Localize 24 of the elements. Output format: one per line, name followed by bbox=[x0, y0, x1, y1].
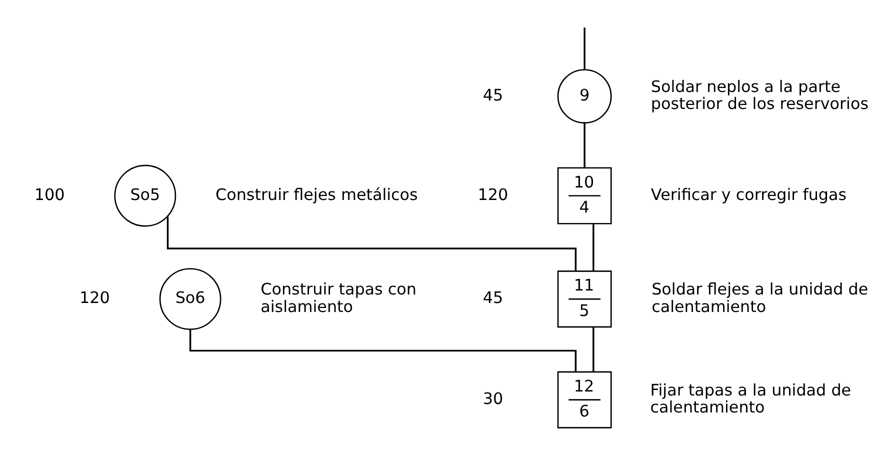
connector bbox=[592, 326, 594, 372]
connector bbox=[584, 27, 586, 70]
node-label: 120 bbox=[80, 288, 110, 307]
node-label: 45 bbox=[482, 288, 504, 307]
node-circle: 9 bbox=[557, 68, 612, 123]
node-label: Soldar neplos a la parte posterior de los reservorios bbox=[650, 76, 869, 113]
node-label: Fijar tapas a la unidad de calentamiento bbox=[650, 380, 852, 416]
node-box: 10 4 bbox=[557, 166, 612, 224]
node-label: Construir flejes metálicos bbox=[216, 184, 418, 204]
connector bbox=[584, 122, 586, 168]
node-label: 45 bbox=[482, 84, 504, 104]
node-circle: So5 bbox=[114, 164, 176, 226]
connector bbox=[189, 329, 577, 372]
connector bbox=[166, 216, 577, 270]
node-label: Verificar y corregir fugas bbox=[650, 184, 847, 204]
node-label: Soldar flejes a la unidad de calentamiento bbox=[652, 279, 868, 316]
node-label: 120 bbox=[478, 184, 508, 204]
node-label: 30 bbox=[482, 388, 504, 408]
connector bbox=[592, 223, 594, 270]
node-box: 11 5 bbox=[557, 270, 612, 328]
node-circle: So6 bbox=[159, 268, 222, 330]
node-label: Construir tapas con aislamiento bbox=[260, 279, 416, 316]
node-label: 100 bbox=[34, 184, 65, 204]
node-box: 12 6 bbox=[557, 370, 612, 428]
